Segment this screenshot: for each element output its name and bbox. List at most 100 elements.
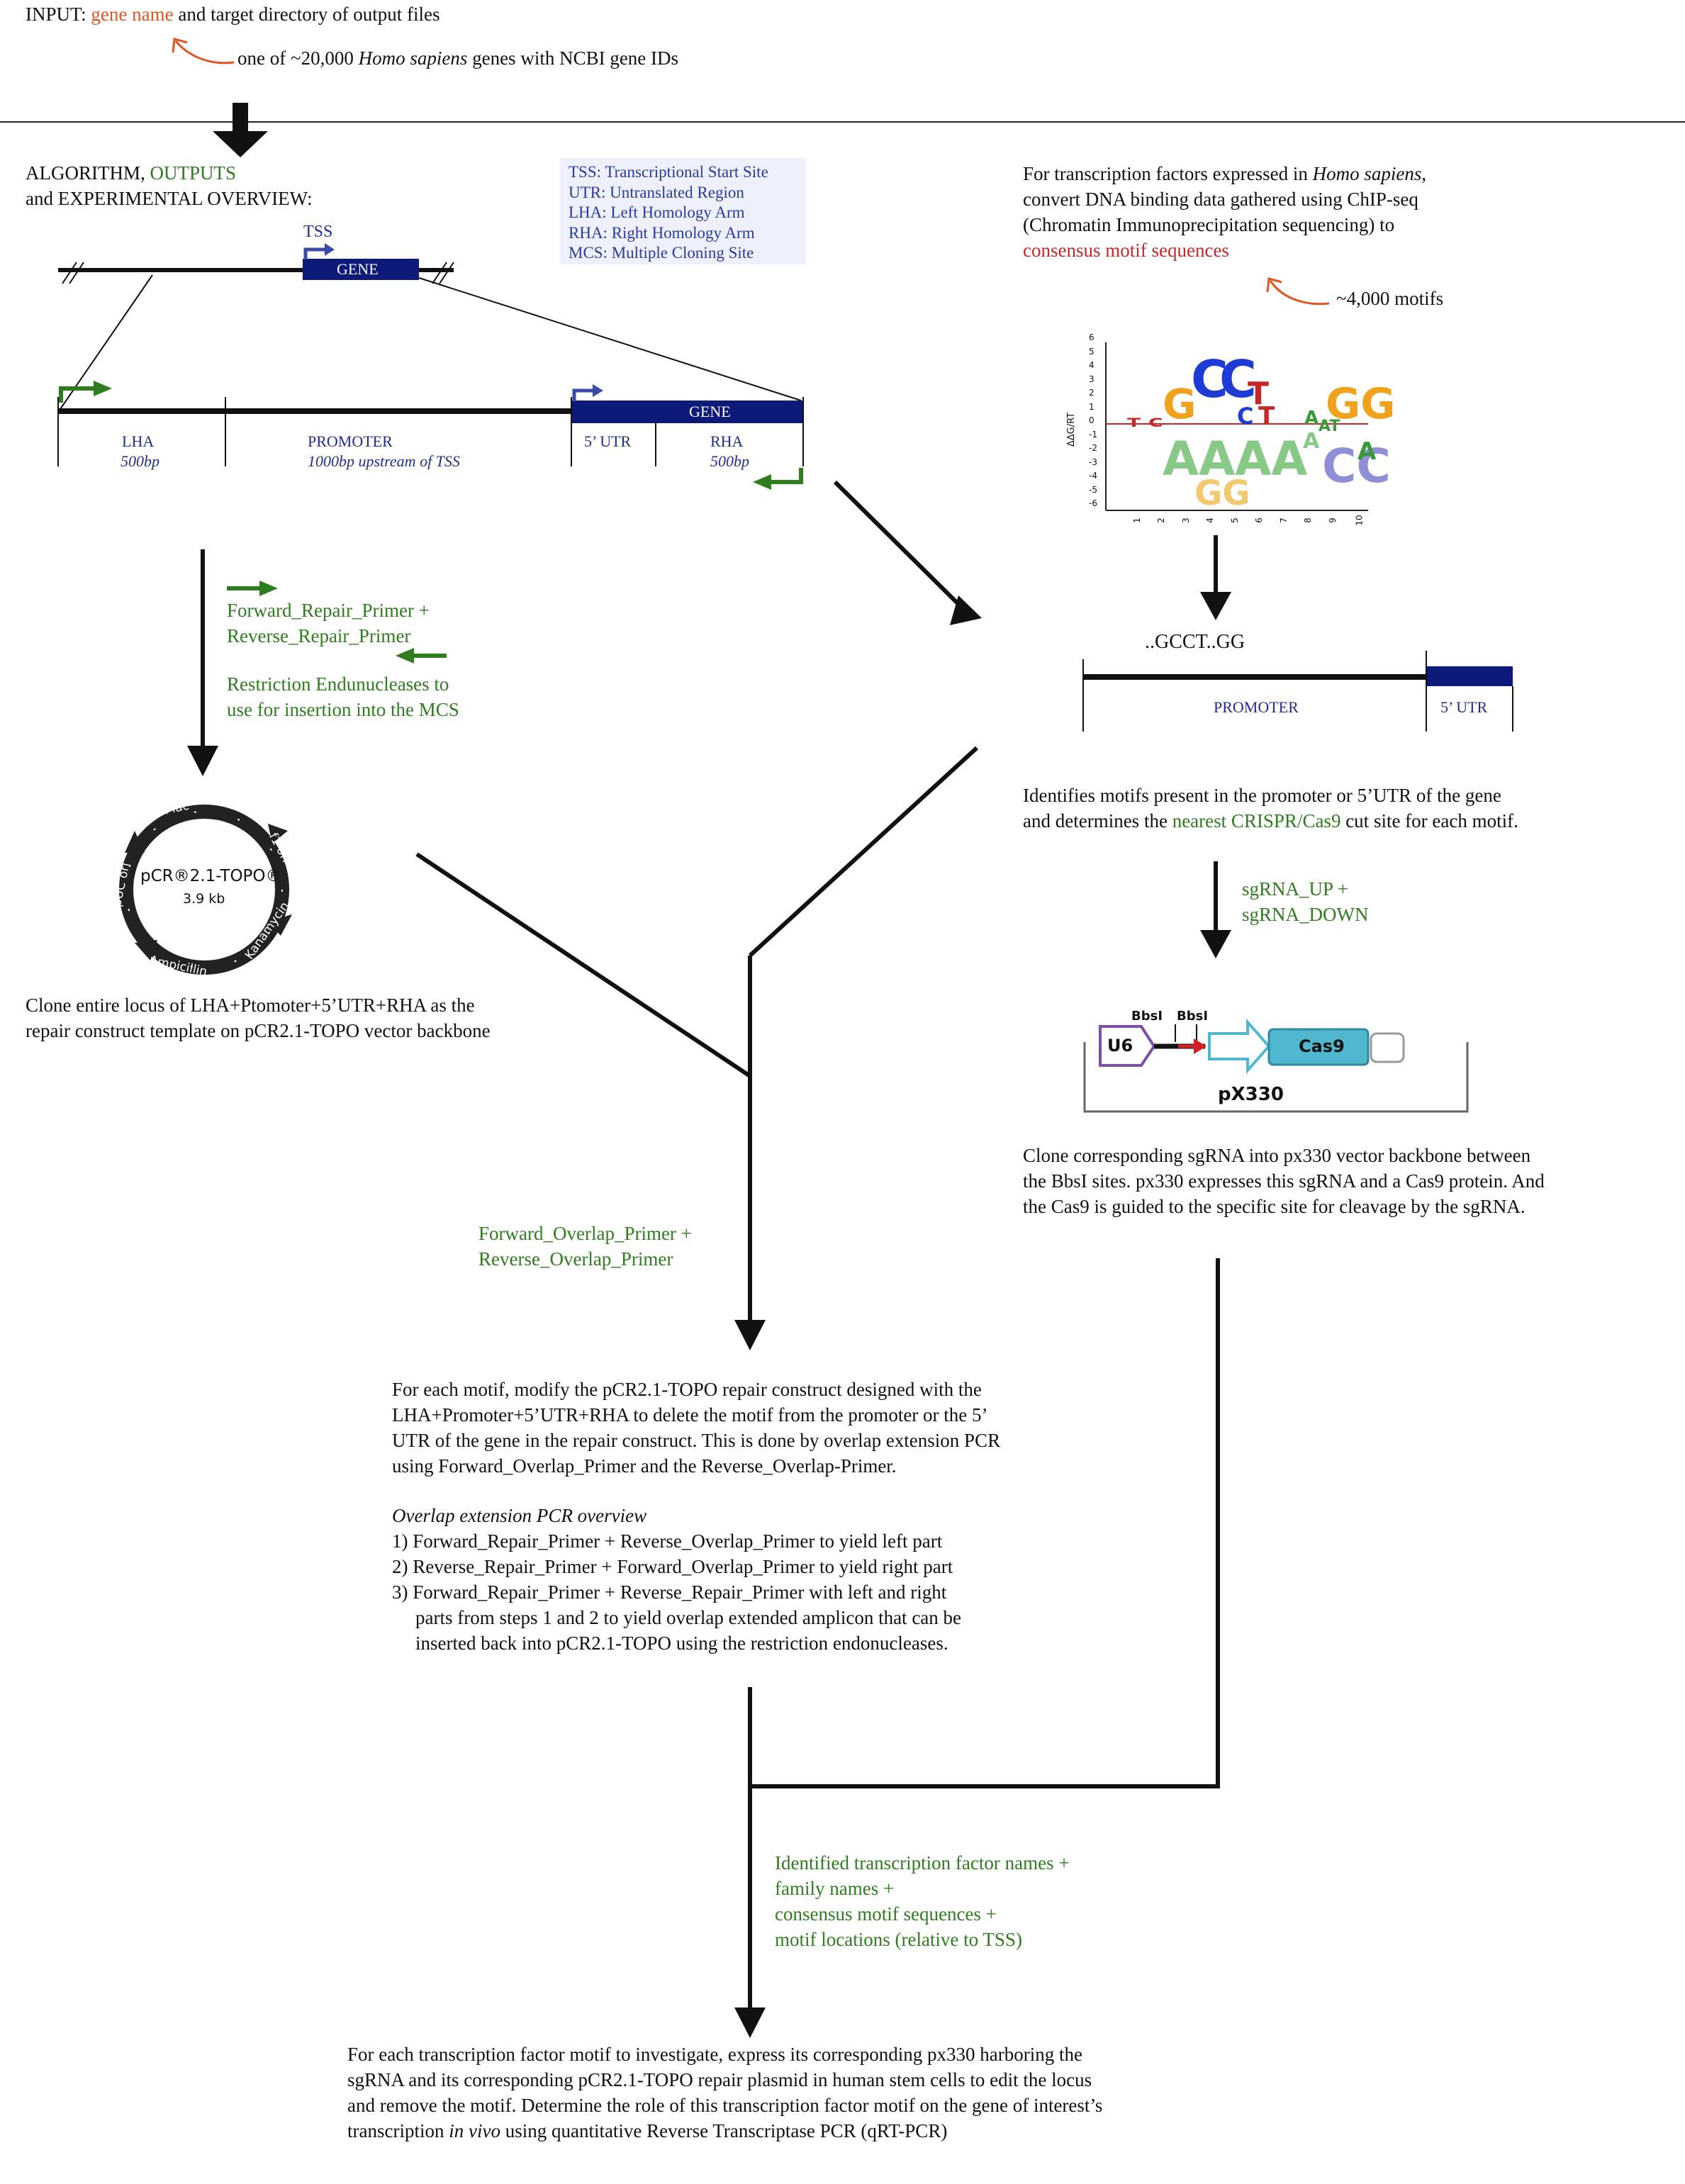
rha-label: RHA [710, 432, 744, 450]
reverse-primer-icon [753, 468, 803, 490]
modify-construct-text: For each motif, modify the pCR2.1-TOPO r… [392, 1377, 1000, 1656]
output-line: family names + [775, 1878, 895, 1899]
final-line4-a: transcription [347, 2120, 444, 2141]
restriction-line: Restriction Endunucleases to [227, 673, 449, 695]
logo-ytick: -6 [1089, 498, 1097, 508]
merge-line-right [748, 746, 979, 958]
genome-line [58, 259, 454, 284]
cas9-label: Cas9 [1299, 1036, 1345, 1056]
logo-ytick: 0 [1089, 415, 1095, 425]
arrow-to-px330 [1200, 861, 1231, 958]
tss-arrow-icon [303, 243, 335, 259]
legend-item: UTR: Untranslated Region [569, 183, 744, 201]
px330-map [1083, 1018, 1469, 1113]
plasmid-map [119, 805, 292, 975]
outputs-text: Identified transcription factor names + … [775, 1850, 1070, 1952]
utr-box [1426, 666, 1513, 686]
sgrna-line: sgRNA_DOWN [1242, 904, 1369, 925]
logo-xtick: 10 [1354, 515, 1365, 526]
clone-sgrna-line: the BbsI sites. px330 expresses this sgR… [1023, 1170, 1545, 1192]
outputs-label: OUTPUTS [150, 162, 237, 184]
logo-xtick: 8 [1302, 517, 1313, 523]
input-note-species: Homo sapiens [358, 47, 468, 69]
arrow-logo-to-seq [1200, 535, 1231, 620]
crispr-label: nearest CRISPR/Cas9 [1172, 810, 1341, 831]
final-line4-c: using quantitative Reverse Transcriptase… [505, 2120, 948, 2141]
logo-ytick: 1 [1089, 401, 1095, 412]
plasmid-plac: Plac [163, 798, 191, 818]
motif-utr-label: 5’ UTR [1440, 698, 1488, 716]
motif-promoter-label: PROMOTER [1214, 698, 1299, 716]
px330-label: pX330 [1218, 1084, 1284, 1105]
svg-text:C: C [1237, 403, 1253, 430]
input-line: INPUT: gene name and target directory of… [26, 1, 440, 27]
overlap-primer-line: Reverse_Overlap_Primer [478, 1248, 673, 1270]
modify-line: using Forward_Overlap_Primer and the Rev… [392, 1455, 897, 1477]
svg-text:GG: GG [1194, 474, 1250, 513]
svg-text:A: A [1304, 408, 1319, 429]
right-merge-path [750, 1258, 1220, 1788]
reverse-repair-primer-icon [396, 648, 447, 663]
overlap-step: 3) Forward_Repair_Primer + Reverse_Repai… [392, 1581, 947, 1603]
logo-ytick: 6 [1089, 332, 1095, 342]
motif-note-arrow [1266, 277, 1330, 306]
final-line: transcription in vivo using quantitative… [347, 2118, 1102, 2144]
svg-text:T: T [1248, 376, 1269, 412]
svg-text:T: T [1258, 402, 1275, 430]
input-note-post: genes with NCBI gene IDs [472, 47, 679, 69]
final-experiment-text: For each transcription factor motif to i… [347, 2042, 1102, 2144]
tf-description: For transcription factors expressed in H… [1023, 161, 1426, 263]
svg-text:A: A [1303, 429, 1320, 454]
logo-ytick: 3 [1089, 374, 1095, 384]
identifies-line: and determines the nearest CRISPR/Cas9 c… [1023, 808, 1518, 834]
forward-primer-icon [59, 381, 112, 403]
gene-box-top [303, 259, 419, 280]
motif-sequence: ..GCCT..GG [1145, 631, 1245, 653]
u6-label: U6 [1107, 1036, 1133, 1055]
input-prefix: INPUT: [26, 4, 86, 25]
lha-label: LHA [122, 432, 155, 450]
nls-box [1370, 1032, 1405, 1063]
arrow-to-motif-locus [833, 480, 982, 625]
overlap-step: parts from steps 1 and 2 to yield overla… [415, 1607, 962, 1628]
legend-item: TSS: Transcriptional Start Site [569, 163, 768, 181]
overlap-step: 1) Forward_Repair_Primer + Reverse_Overl… [392, 1530, 943, 1552]
logo-ytick: 2 [1089, 388, 1095, 398]
legend-item: RHA: Right Homology Arm [569, 223, 755, 242]
sgrna-scaffold-arrow-icon [1208, 1018, 1271, 1075]
tf-line1-pre: For transcription factors expressed in [1023, 163, 1308, 184]
expanded-locus [57, 397, 804, 466]
svg-text:C: C [1219, 349, 1257, 409]
gene-name-note-arrow [172, 38, 235, 65]
input-note: one of ~20,000 Homo sapiens genes with N… [237, 45, 678, 71]
arrow-to-final [734, 2007, 766, 2038]
plasmid-size: 3.9 kb [183, 891, 225, 907]
bbsi-label-1: BbsI [1131, 1009, 1163, 1024]
logo-ytick: -4 [1089, 471, 1097, 481]
legend-item: LHA: Left Homology Arm [569, 203, 745, 221]
utr-label: 5’ UTR [584, 432, 632, 450]
algorithm-label: ALGORITHM, [26, 162, 145, 184]
logo-xtick: 7 [1278, 517, 1289, 523]
tf-line1-post: , [1421, 163, 1427, 184]
cas9-box [1267, 1028, 1370, 1066]
tf-line: For transcription factors expressed in H… [1023, 161, 1426, 186]
consensus-motif-label: consensus motif sequences [1023, 240, 1229, 261]
clone-locus-line: Clone entire locus of LHA+Ptomoter+5’UTR… [26, 995, 475, 1016]
tss-label: TSS [303, 223, 333, 241]
repair-primer-line: Reverse_Repair_Primer [227, 625, 411, 646]
logo-ylabel: ΔΔG/RT [1066, 412, 1077, 447]
sgrna-text: sgRNA_UP + sgRNA_DOWN [1242, 876, 1369, 927]
zoom-line-right [418, 277, 802, 401]
overlap-step: inserted back into pCR2.1-TOPO using the… [415, 1633, 948, 1654]
arrow-to-modify [734, 1076, 766, 1350]
svg-text:G: G [1163, 380, 1197, 428]
svg-text:AT: AT [1319, 418, 1340, 435]
logo-ytick: 4 [1089, 360, 1095, 370]
clone-sgrna-line: Clone corresponding sgRNA into px330 vec… [1023, 1145, 1531, 1166]
repair-primers-text: Forward_Repair_Primer + Reverse_Repair_P… [227, 598, 459, 722]
abbreviation-legend: TSS: Transcriptional Start Site UTR: Unt… [560, 158, 806, 264]
output-line: motif locations (relative to TSS) [775, 1929, 1022, 1950]
identifies-text: Identifies motifs present in the promote… [1023, 783, 1518, 834]
